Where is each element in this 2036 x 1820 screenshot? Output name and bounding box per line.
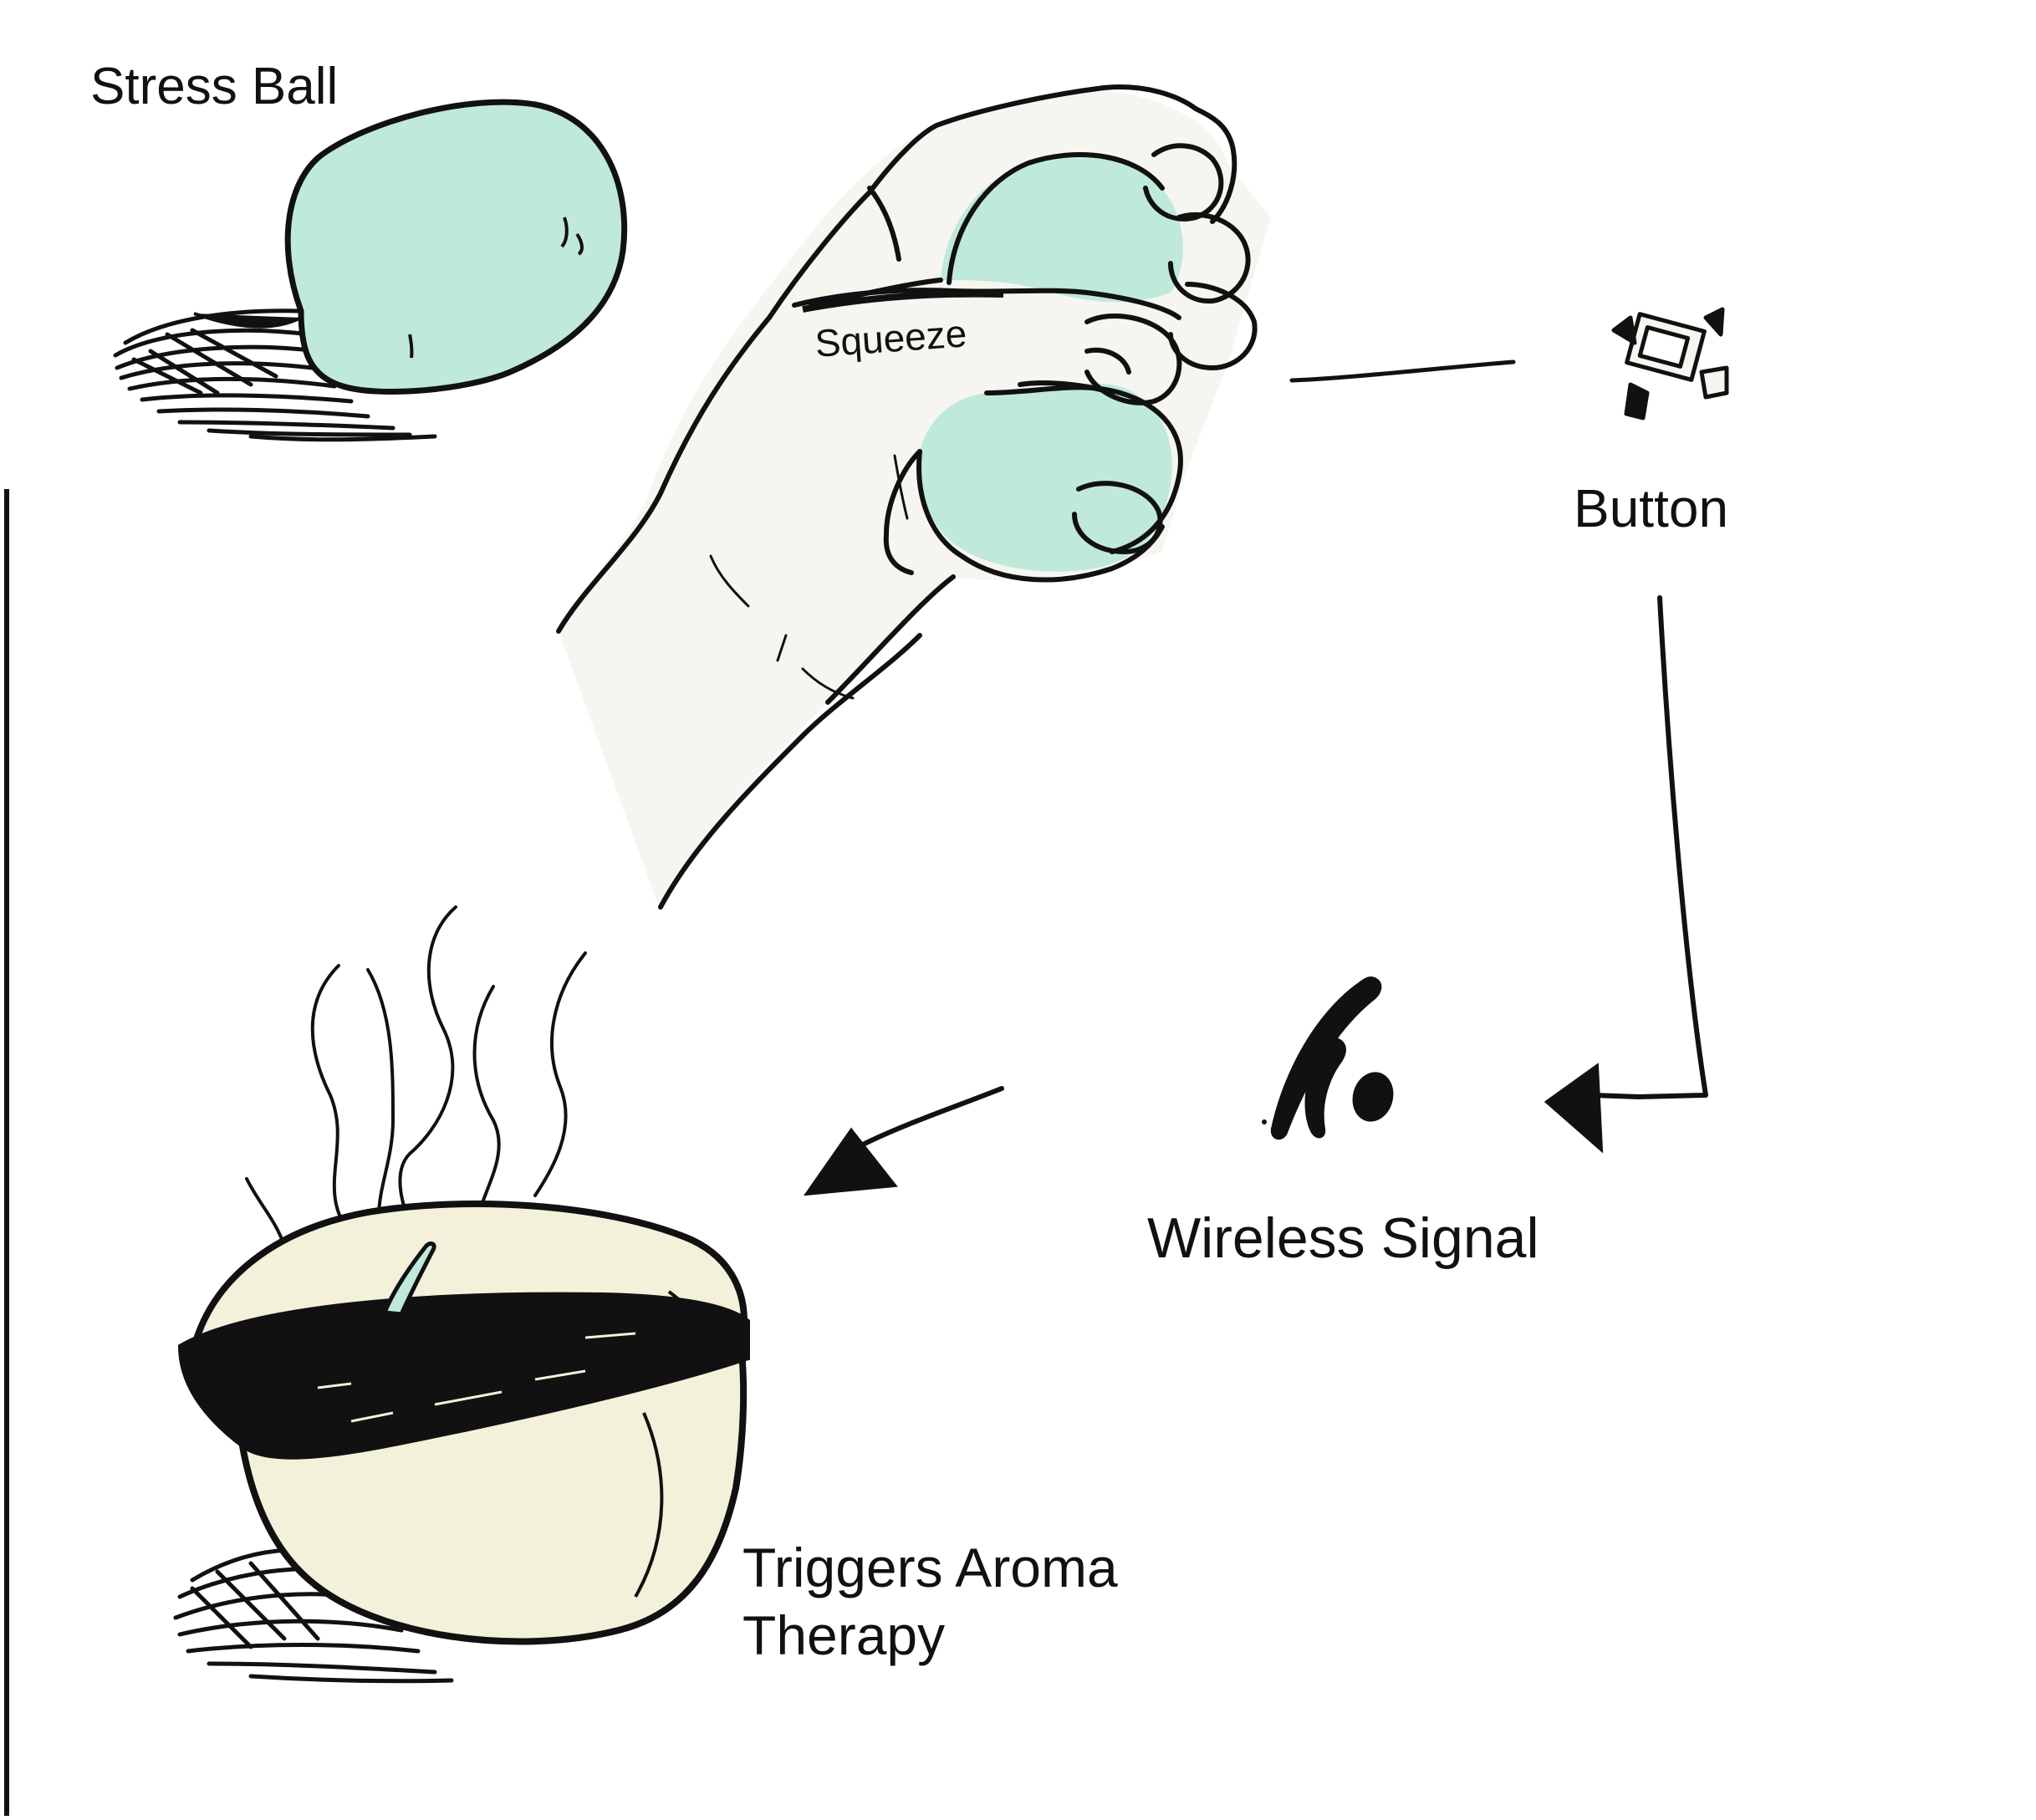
aroma-therapy-label: Triggers Aroma Therapy: [742, 1534, 1118, 1670]
wireless-signal-label: Wireless Signal: [1147, 1206, 1539, 1270]
connector-line-button-signal: [1590, 595, 1708, 1099]
connector-line-hand-button: [1289, 359, 1516, 383]
connector-line-signal-diffuser: [859, 1086, 1004, 1148]
aroma-label-line-1: Triggers Aroma: [742, 1537, 1118, 1598]
arrow-icon: [803, 1127, 898, 1196]
aroma-diffuser-icon: [173, 905, 750, 1684]
aroma-label-line-2: Therapy: [742, 1604, 946, 1667]
stress-ball-label: Stress Ball: [90, 58, 339, 115]
wireless-signal-icon: [1262, 976, 1394, 1140]
squeezing-hand-icon: [556, 84, 1271, 912]
button-label: Button: [1574, 478, 1729, 538]
arrow-icon: [1544, 1063, 1604, 1154]
stress-ball-shadow: [113, 308, 437, 442]
stress-ball-icon: [113, 99, 628, 442]
button-component-icon: [1611, 307, 1729, 421]
